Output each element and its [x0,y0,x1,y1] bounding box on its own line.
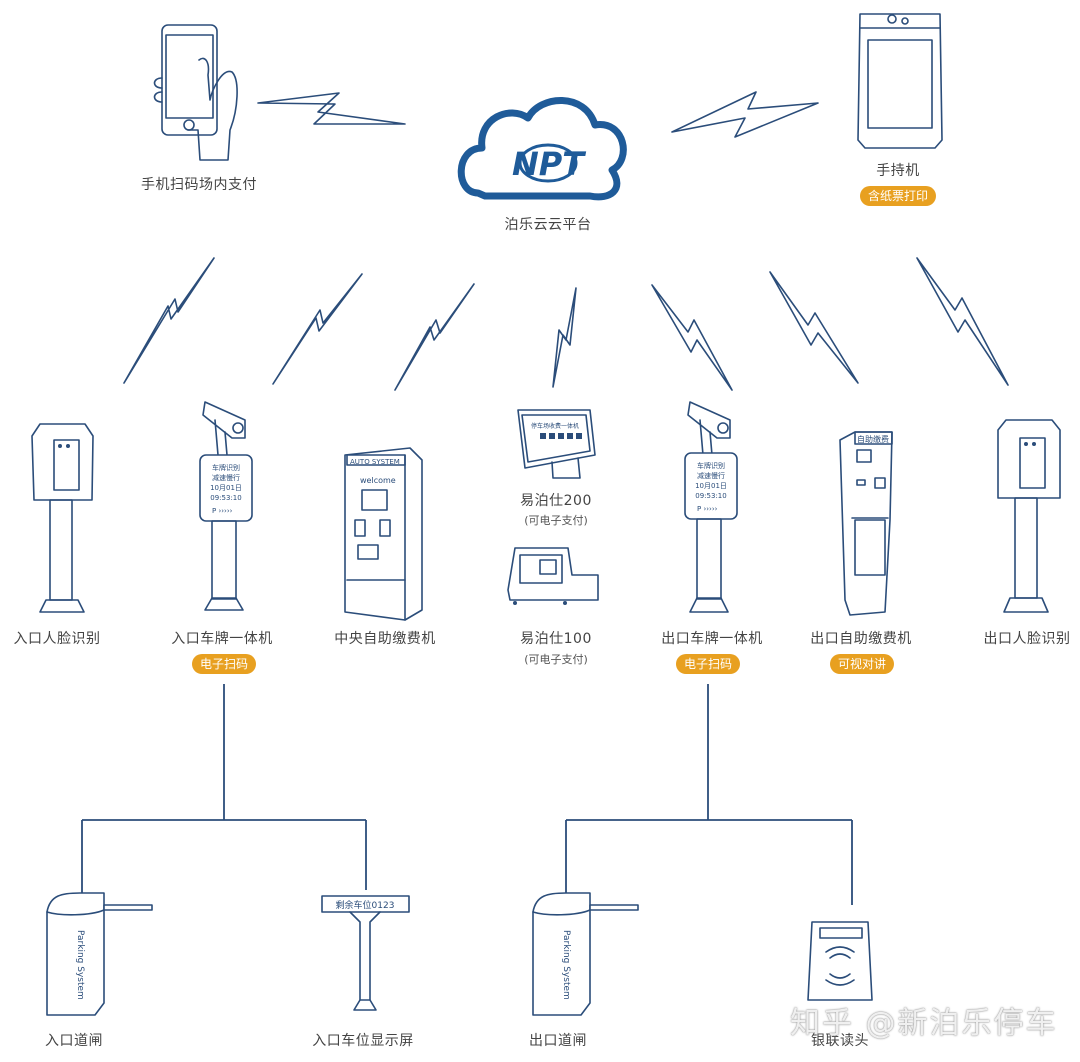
handheld-terminal-illustration [857,13,943,149]
svg-text:10月01日: 10月01日 [210,484,242,492]
phone-in-hand-illustration [153,24,238,161]
wireless-link-handheld [671,91,819,138]
cloud-platform-label: 泊乐云云平台 [504,217,592,233]
exit-face-terminal-illustration [997,419,1061,613]
svg-text:P ›››››: P ››››› [697,505,718,513]
npt-cloud-logo: NPT [457,97,627,201]
entry-barrier-illustration: Parking System [46,892,153,1016]
exit-wiring [565,684,853,905]
entry-lpr-label: 入口车牌一体机 [171,631,273,647]
exit-kiosk-label: 出口自助缴费机 [810,631,912,647]
entry-barrier-label: 入口道闸 [45,1033,103,1049]
cloud-logo-text: NPT [512,145,586,183]
entry-face-terminal-illustration [31,423,94,613]
entry-lpr-unit-illustration: 车牌识别 减速慢行 10月01日 09:53:10 P ››››› [199,401,253,611]
central-kiosk-illustration: AUTO SYSTEM welcome [344,447,423,621]
exit-barrier-illustration: Parking System [532,892,639,1016]
entry-display-label: 入口车位显示屏 [312,1033,414,1049]
phone-label: 手机扫码场内支付 [141,177,257,193]
ybs200-terminal-illustration: 停车场收费一体机 [517,409,596,479]
svg-text:停车场收费一体机: 停车场收费一体机 [531,422,579,430]
wireless-link-entry-lpr [272,273,363,385]
svg-text:减速慢行: 减速慢行 [212,473,240,482]
wireless-link-exit-kiosk [769,271,859,384]
svg-text:自助缴费: 自助缴费 [857,434,889,444]
exit-kiosk-illustration: 自助缴费 [839,431,893,616]
svg-text:Parking System: Parking System [561,930,571,1000]
exit-lpr-badge: 电子扫码 [675,654,741,674]
entry-display-illustration: 剩余车位0123 [321,895,410,1011]
svg-text:09:53:10: 09:53:10 [695,492,726,500]
wireless-link-central-kiosk [394,283,475,391]
ybs100-label: 易泊仕100 [520,631,592,647]
svg-text:welcome: welcome [360,476,396,485]
svg-text:P ›››››: P ››››› [212,507,233,515]
exit-lpr-label: 出口车牌一体机 [661,631,763,647]
entry-face-label: 入口人脸识别 [13,631,101,647]
exit-lpr-unit-illustration: 车牌识别 减速慢行 10月01日 09:53:10 P ››››› [684,401,738,613]
exit-barrier-label: 出口道闸 [529,1033,587,1049]
wireless-link-phone [257,92,406,125]
unionpay-reader-illustration [807,921,873,1001]
svg-text:Parking System: Parking System [75,930,85,1000]
entry-wiring [81,684,367,893]
svg-text:10月01日: 10月01日 [695,482,727,490]
wireless-link-exit-face [916,257,1009,386]
ybs200-label: 易泊仕200 [520,493,592,509]
wireless-link-entry-face [123,257,215,384]
wireless-link-exit-lpr [651,284,733,391]
ybs200-sublabel: (可电子支付) [524,514,588,527]
svg-text:减速慢行: 减速慢行 [697,471,725,480]
handheld-badge: 含纸票打印 [859,186,937,206]
svg-text:AUTO SYSTEM: AUTO SYSTEM [350,458,400,466]
central-kiosk-label: 中央自助缴费机 [334,631,436,647]
svg-text:车牌识别: 车牌识别 [212,463,240,472]
entry-lpr-badge: 电子扫码 [191,654,257,674]
svg-text:09:53:10: 09:53:10 [210,494,241,502]
svg-text:车牌识别: 车牌识别 [697,461,725,470]
ybs100-sublabel: (可电子支付) [524,653,588,666]
watermark: 知乎 @新泊乐停车 [790,1006,1058,1041]
svg-text:剩余车位0123: 剩余车位0123 [336,899,395,911]
exit-kiosk-badge: 可视对讲 [829,654,895,674]
exit-face-label: 出口人脸识别 [983,631,1071,647]
wireless-link-ybs [552,287,577,388]
unionpay-reader-label: 银联读头 [811,1033,869,1049]
ybs100-terminal-illustration [507,547,599,605]
handheld-label: 手持机 [876,163,920,179]
